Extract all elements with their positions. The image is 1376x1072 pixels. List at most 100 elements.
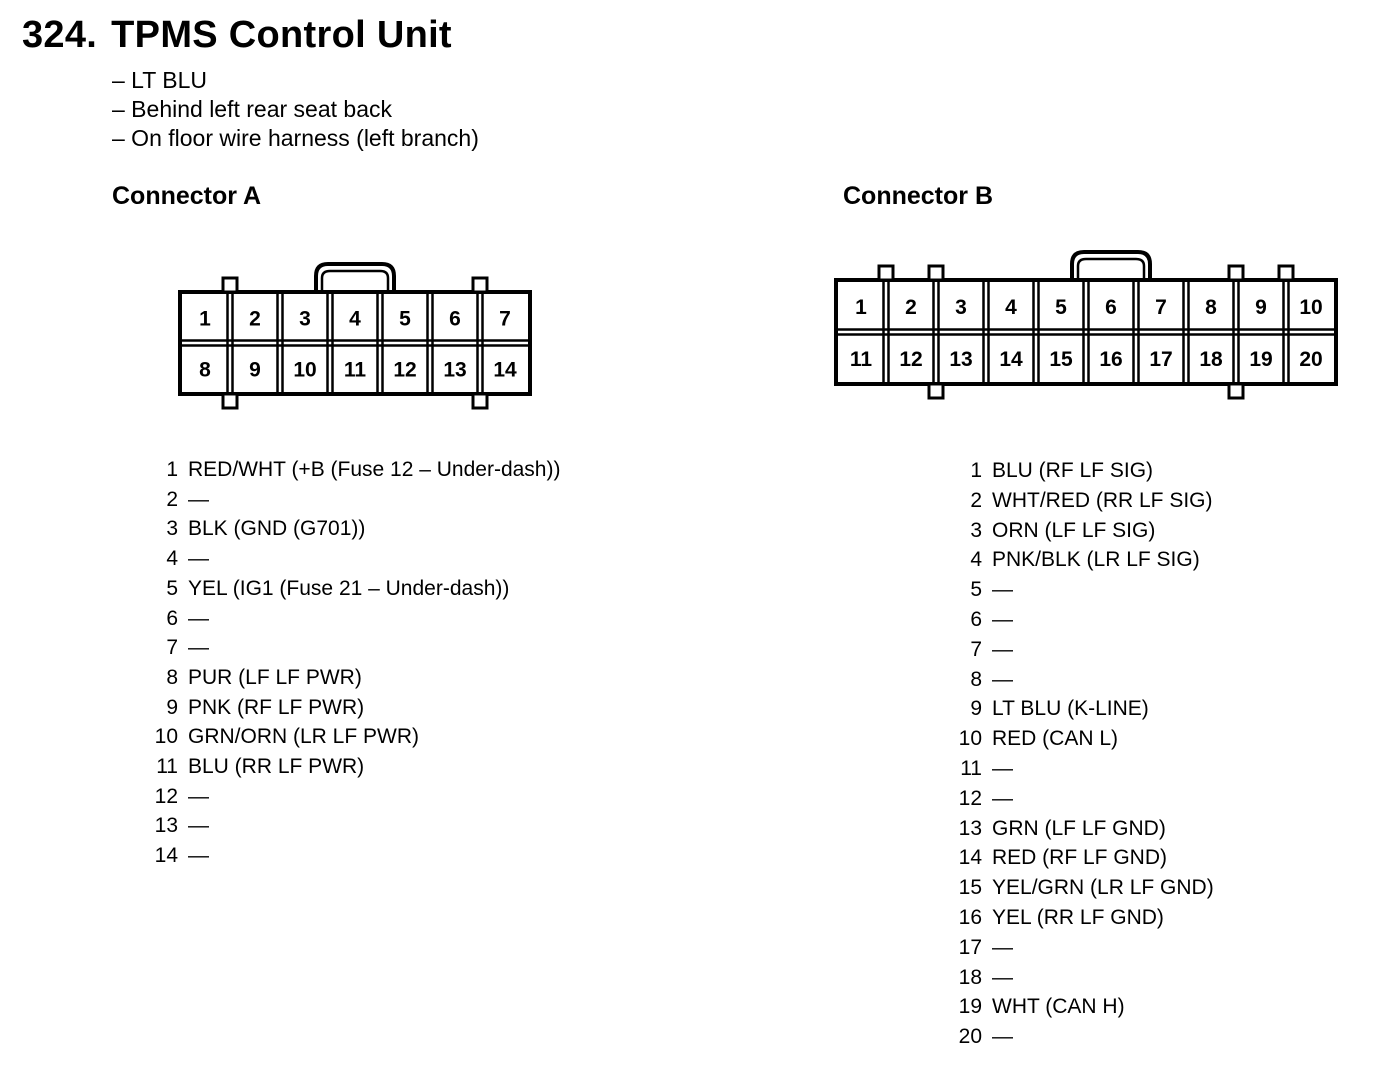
pin-description: YEL (RR LF GND) <box>992 906 1164 929</box>
pin-description: ORN (LF LF SIG) <box>992 518 1156 542</box>
note-harness: – On floor wire harness (left branch) <box>112 125 479 151</box>
pin-number: 4 <box>970 548 982 572</box>
locking-tab <box>927 264 945 282</box>
pinout-row: 17— <box>950 935 1013 961</box>
pin-description: BLU (RF LF SIG) <box>992 459 1154 482</box>
pin-description: — <box>992 578 1013 602</box>
pin-description: WHT/RED (RR LF SIG) <box>992 488 1213 512</box>
pin-label: 4 <box>349 308 361 331</box>
pin-description: — <box>188 636 209 660</box>
pinout-row: 5— <box>950 577 1013 603</box>
pin-description: BLU (RR LF PWR) <box>188 755 365 778</box>
pin-number: 17 <box>958 935 982 959</box>
pin-label: 8 <box>199 359 211 382</box>
pin-description: PNK (RF LF PWR) <box>188 695 365 719</box>
pin-label: 10 <box>293 359 316 382</box>
pin-label: 12 <box>393 359 416 382</box>
latch-inner <box>320 269 390 292</box>
pin-label: 11 <box>850 348 873 371</box>
pinout-row: 16 YEL (RR LF GND) <box>950 905 1164 931</box>
pin-number: 5 <box>970 578 982 602</box>
pinout-row: 8— <box>950 667 1013 693</box>
pin-number: 3 <box>970 518 982 542</box>
pin-label: 5 <box>1055 296 1067 319</box>
pin-label: 2 <box>905 296 917 319</box>
pin-label: 17 <box>1149 348 1172 371</box>
pin-description: — <box>188 606 209 630</box>
pin-label: 6 <box>1105 296 1117 319</box>
pinout-row: 11— <box>950 756 1013 782</box>
note-location: – Behind left rear seat back <box>112 96 392 122</box>
pin-description: — <box>992 965 1013 989</box>
pin-number: 15 <box>958 876 982 900</box>
pin-description: YEL (IG1 (Fuse 21 – Under-dash)) <box>188 576 510 600</box>
pin-description: — <box>188 487 209 511</box>
pinout-row: 6— <box>146 606 209 632</box>
pinout-row: 7— <box>950 637 1013 663</box>
pinout-row: 6— <box>950 607 1013 633</box>
pin-label: 20 <box>1299 348 1322 371</box>
pin-description: RED (RF LF GND) <box>992 846 1167 870</box>
pinout-row: 3 BLK (GND (G701)) <box>146 516 365 542</box>
pin-label: 7 <box>1155 296 1167 319</box>
pin-description: — <box>188 814 209 838</box>
pin-description: — <box>992 667 1013 691</box>
pin-number: 18 <box>958 965 982 989</box>
pinout-row: 9 PNK (RF LF PWR) <box>146 695 364 721</box>
pin-label: 13 <box>443 359 466 382</box>
pin-number: 2 <box>970 488 982 512</box>
pin-label: 8 <box>1205 296 1217 319</box>
pinout-row: 7— <box>146 635 209 661</box>
pin-number: 12 <box>958 786 982 810</box>
pinout-row: 5 YEL (IG1 (Fuse 21 – Under-dash)) <box>146 576 509 602</box>
pin-number: 14 <box>958 846 982 870</box>
pin-description: — <box>992 786 1013 810</box>
pin-description: BLK (GND (G701)) <box>188 517 366 541</box>
pin-description: — <box>992 637 1013 661</box>
pin-description: LT BLU (K-LINE) <box>992 697 1149 721</box>
pin-label: 15 <box>1049 348 1073 371</box>
pin-number: 1 <box>970 459 982 482</box>
pinout-row: 20— <box>950 1024 1013 1050</box>
connector-outline <box>834 278 1338 386</box>
pin-label: 10 <box>1299 296 1322 319</box>
location-notes: – LT BLU – Behind left rear seat back – … <box>112 66 479 153</box>
pinout-row: 2— <box>146 487 209 513</box>
pin-number: 5 <box>166 576 178 600</box>
locking-tab <box>471 276 489 294</box>
pin-number: 4 <box>166 547 178 571</box>
pin-description: — <box>188 784 209 808</box>
pin-number: 16 <box>958 906 982 929</box>
pin-label: 1 <box>199 308 211 331</box>
pin-description: — <box>992 608 1013 631</box>
pin-number: 9 <box>166 695 178 719</box>
pinout-row: 13— <box>146 813 209 839</box>
pin-number: 2 <box>166 487 178 511</box>
pin-description: — <box>992 757 1013 780</box>
pinout-row: 14— <box>146 843 209 869</box>
locking-tab <box>1227 382 1245 400</box>
pin-number: 3 <box>166 517 178 541</box>
pin-number: 19 <box>958 995 982 1019</box>
pin-number: 13 <box>958 816 982 840</box>
pin-label: 12 <box>899 348 922 371</box>
pinout-row: 1 BLU (RF LF SIG) <box>950 458 1153 484</box>
section-title: TPMS Control Unit <box>111 14 452 56</box>
pin-number: 10 <box>958 727 982 751</box>
pin-number: 9 <box>970 697 982 721</box>
page-title: 324.TPMS Control Unit <box>22 14 452 57</box>
locking-tab <box>221 392 239 410</box>
pin-number: 7 <box>166 636 178 660</box>
pin-number: 1 <box>166 458 178 481</box>
pin-label: 9 <box>1255 296 1267 319</box>
connector-a-title: Connector A <box>112 182 262 210</box>
